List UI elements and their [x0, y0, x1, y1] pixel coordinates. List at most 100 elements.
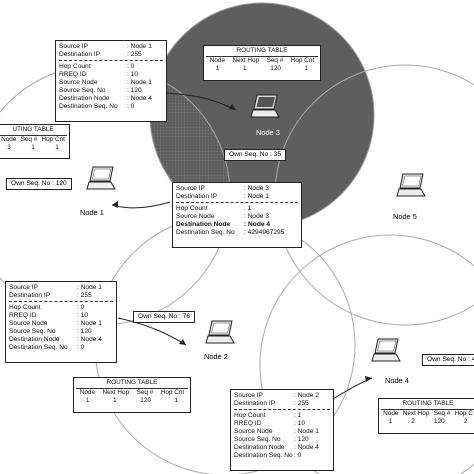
node5-label: Node 5 — [393, 212, 417, 221]
col-hop-cnt: Hop Cnt — [290, 57, 315, 64]
col-hop-cnt: Hop C — [454, 410, 473, 417]
routing-table-title: ROUTING TABLE — [402, 400, 454, 407]
routing-table-header: Node Seq # Hop Cnt — [0, 135, 67, 144]
separator — [234, 409, 330, 410]
cell-next-hop: 2 — [411, 418, 415, 425]
cell-node: 3 — [7, 144, 11, 151]
field-hop-count: Hop Count: 0 — [9, 304, 85, 311]
separator — [59, 60, 163, 61]
col-seq: Seq # — [433, 410, 451, 417]
node1-label: Node 1 — [80, 208, 104, 217]
rreq-packet-top: Source IP: Node 1 Destination IP: 255 Ho… — [55, 40, 167, 122]
node3-laptop-icon — [250, 94, 280, 118]
cell-seq: 120 — [270, 65, 281, 72]
cell-hop-cnt: 1 — [174, 397, 179, 404]
col-seq: Seq # — [266, 57, 284, 64]
routing-table-row: 1 2 120 2 — [379, 418, 474, 426]
col-seq: Seq # — [20, 136, 38, 143]
routing-table-title: ROUTING TABLE — [236, 47, 288, 54]
cell-hop-cnt: 2 — [463, 418, 468, 425]
field-destination-node: Destination Node: Node 4 — [234, 444, 319, 451]
node5-laptop-icon — [396, 173, 426, 197]
field-source-ip: Source IP: Node 2 — [234, 392, 319, 399]
arrowhead-node3 — [229, 104, 236, 110]
field-source-seq: Source Seq. No: 120 — [234, 436, 309, 443]
cell-next-hop: 1 — [113, 397, 117, 404]
col-node: Node — [79, 389, 96, 396]
field-hop-count: Hop Count: 1 — [176, 205, 252, 212]
node2-laptop-icon — [205, 320, 235, 344]
cell-node: 1 — [388, 418, 393, 425]
field-destination-seq: Destination Seq. No: 0 — [9, 344, 85, 351]
node3-own-seq: Own Seq. No : 35 — [224, 149, 287, 161]
node4-own-seq: Own Seq. No : 4... — [422, 354, 474, 366]
col-next-hop: Next Hop — [402, 410, 430, 417]
routing-table-header: Node Next Hop Seq # Hop Cnt — [206, 56, 318, 65]
field-rreq-id: RREQ ID: 10 — [234, 420, 305, 427]
field-hop-count: Hop Count: 1 — [234, 412, 302, 419]
field-source-node: Source Node: Node 1 — [59, 79, 152, 86]
separator — [176, 202, 298, 203]
col-node: Node — [383, 410, 399, 417]
node4-laptop-icon — [371, 338, 401, 362]
routing-table-row: 1 1 120 1 — [74, 397, 190, 405]
routing-table-node3: ROUTING TABLE Node Next Hop Seq # Hop Cn… — [203, 45, 321, 81]
field-destination-seq: Destination Seq. No: 0 — [59, 103, 135, 110]
field-rreq-id: RREQ ID: 10 — [9, 312, 88, 319]
col-hop-cnt: Hop Cnt — [41, 136, 65, 143]
routing-table-row: 1 1 120 1 — [204, 65, 320, 73]
field-source-seq: Source Seq. No: 120 — [59, 87, 142, 94]
node1-own-seq: Own Seq. No : 120 — [6, 178, 72, 190]
field-destination-node: Destination Node: Node 4 — [59, 95, 152, 102]
cell-seq: 120 — [434, 418, 445, 425]
field-destination-ip: Destination IP: 255 — [9, 292, 92, 299]
field-source-node: Source Node: Node 1 — [9, 320, 102, 327]
arrowhead-node4 — [365, 376, 372, 382]
col-seq: Seq # — [136, 389, 154, 396]
node4-label: Node 4 — [385, 376, 409, 385]
arrowhead-node1 — [112, 201, 118, 208]
routing-table-row: 3 1 1 — [0, 144, 69, 152]
routing-table-title: UTING TABLE — [12, 126, 54, 133]
field-destination-node: Destination Node: Node 4 — [176, 221, 271, 228]
field-destination-ip: Destination IP: 255 — [234, 400, 309, 407]
cell-hop-cnt: 1 — [304, 65, 309, 72]
col-node: Node — [1, 136, 17, 143]
cell-node: 1 — [85, 397, 90, 404]
field-destination-node: Destination Node: Node 4 — [9, 336, 102, 343]
cell-next-hop: 1 — [243, 65, 247, 72]
col-node: Node — [209, 57, 226, 64]
routing-table-header: Node Next Hop Seq # Hop Cnt — [76, 388, 188, 397]
node3-label: Node 3 — [256, 128, 280, 137]
routing-table-node2: ROUTING TABLE Node Next Hop Seq # Hop Cn… — [73, 377, 191, 413]
field-destination-ip: Destination IP: 255 — [59, 51, 142, 58]
routing-table-header: Node Next Hop Seq # Hop C — [381, 409, 474, 418]
cell-seq: 1 — [31, 144, 35, 151]
cell-seq: 120 — [140, 397, 151, 404]
field-destination-seq: Destination Seq. No: 4294967295 — [176, 229, 285, 236]
node1-laptop-icon — [86, 166, 116, 190]
node2-own-seq: Own Seq. No : 76 — [133, 311, 196, 323]
arrow-mid-packet-to-node1 — [111, 201, 171, 209]
rreq-packet-bottom: Source IP: Node 2 Destination IP: 255 Ho… — [230, 389, 334, 471]
node4-range — [259, 234, 474, 474]
field-source-ip: Source IP: Node 1 — [59, 43, 152, 50]
overlap-node1-node3 — [150, 65, 230, 227]
field-rreq-id: RREQ ID: 10 — [59, 71, 138, 78]
col-next-hop: Next Hop — [102, 389, 130, 396]
arrowhead-node2 — [179, 339, 186, 345]
field-destination-ip: Destination IP: Node 1 — [176, 193, 269, 200]
field-source-node: Source Node: Node 1 — [234, 428, 319, 435]
cell-hop-cnt: 1 — [55, 144, 59, 151]
rrep-packet-mid: Source IP: Node 3 Destination IP: Node 1… — [172, 182, 302, 248]
col-next-hop: Next Hop — [232, 57, 260, 64]
separator — [9, 301, 113, 302]
field-source-ip: Source IP: Node 1 — [9, 284, 102, 291]
field-source-ip: Source IP: Node 3 — [176, 185, 269, 192]
routing-table-node1: UTING TABLE Node Seq # Hop Cnt 3 1 1 — [0, 124, 70, 159]
field-destination-seq: Destination Seq. No: 0 — [234, 452, 302, 459]
col-hop-cnt: Hop Cnt — [160, 389, 185, 396]
field-source-node: Source Node: Node 3 — [176, 213, 269, 220]
routing-table-title: ROUTING TABLE — [106, 379, 158, 386]
field-source-seq: Source Seq. No: 120 — [9, 328, 92, 335]
